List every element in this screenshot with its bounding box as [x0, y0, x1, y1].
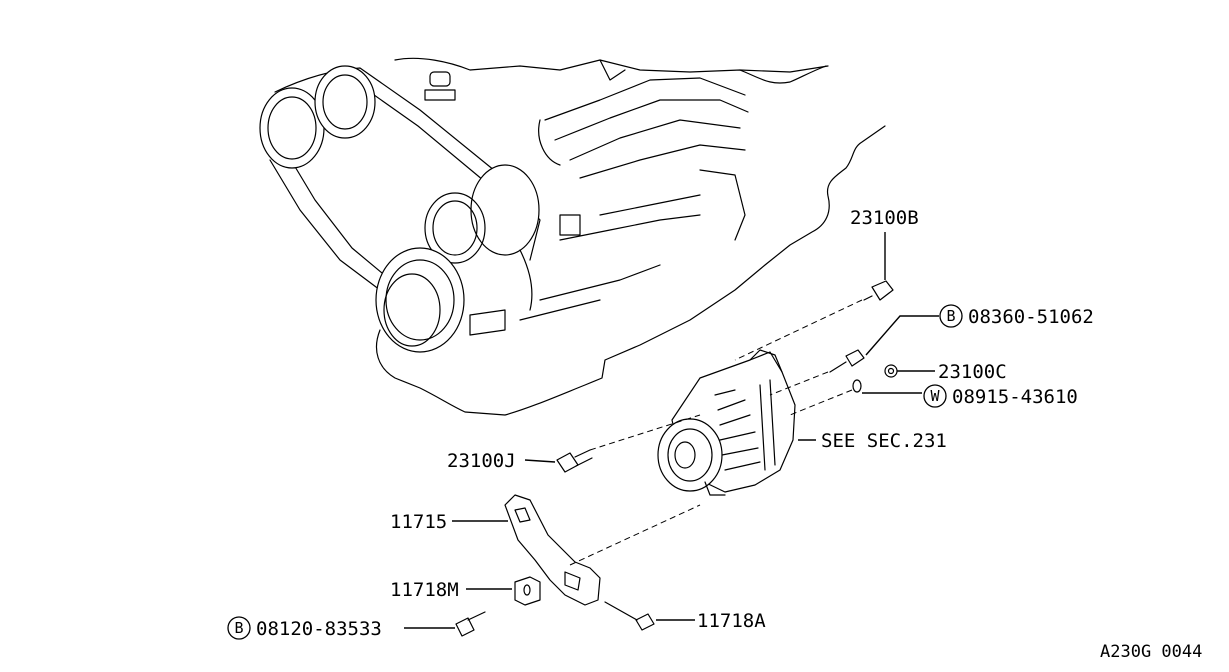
- label-see-sec: SEE SEC.231: [821, 430, 947, 452]
- label-11718m: 11718M: [390, 579, 459, 601]
- label-11715: 11715: [390, 511, 447, 533]
- nut-23100c-illustration: [884, 364, 898, 378]
- label-08360: 08360-51062: [968, 306, 1094, 328]
- label-08360-group: B 08360-51062: [939, 304, 1094, 328]
- label-23100j: 23100J: [447, 450, 516, 472]
- bolt-08120-illustration: [455, 611, 486, 637]
- prefix-08360: B: [946, 307, 955, 325]
- bolt-prefix-circle-2: [227, 616, 251, 640]
- leader-lines: [404, 232, 939, 629]
- bolt-08360-illustration: [829, 349, 865, 373]
- label-08120-group: B 08120-83533: [227, 616, 382, 640]
- label-08915: 08915-43610: [952, 386, 1078, 408]
- spacer-11718m-illustration: [514, 576, 541, 606]
- label-23100b: 23100B: [850, 207, 919, 229]
- label-08120: 08120-83533: [256, 618, 382, 640]
- prefix-08915: W: [930, 387, 940, 405]
- bolt-prefix-circle: [939, 304, 963, 328]
- label-08915-group: W 08915-43610: [923, 384, 1078, 408]
- alternator-illustration: [657, 349, 796, 496]
- prefix-08120: B: [234, 619, 243, 637]
- washer-prefix-circle: [923, 384, 947, 408]
- label-11718a: 11718A: [697, 610, 766, 632]
- crank-pulley-shape: [375, 247, 465, 353]
- bolt-23100j-illustration: [556, 449, 593, 473]
- figure-code: A230G 0044: [1100, 642, 1202, 662]
- bracket-11715-illustration: [504, 494, 601, 606]
- washer-08915-illustration: [852, 379, 862, 393]
- bolt-23100b-illustration: [863, 280, 894, 301]
- upper-left-pulley-shape: [259, 87, 325, 169]
- bolt-11718a-illustration: [604, 601, 655, 631]
- assembly-dashed-lines: [569, 299, 863, 566]
- label-23100c: 23100C: [938, 361, 1007, 383]
- engine-block-illustration: [259, 57, 886, 416]
- upper-pulley-shape: [314, 65, 376, 139]
